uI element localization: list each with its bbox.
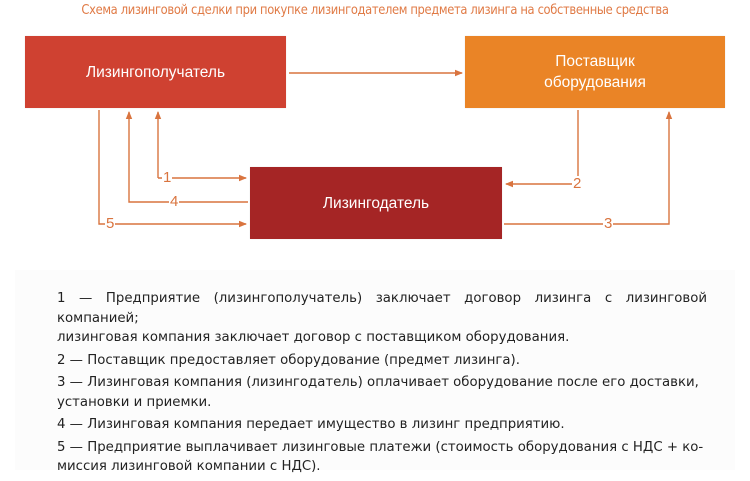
step-label-1: 1 bbox=[162, 169, 173, 186]
lessor-node: Лизингодатель bbox=[250, 167, 502, 239]
note-5: 5 — Предприятие выплачивает лизинговые п… bbox=[57, 438, 707, 477]
step-label-4: 4 bbox=[169, 193, 180, 210]
note-4: 4 — Лизинговая компания передает имущест… bbox=[57, 415, 707, 435]
note-1-line2: лизинговая компания заключает договор с … bbox=[57, 330, 570, 345]
step-label-3: 3 bbox=[603, 215, 614, 232]
note-3: 3 — Лизинговая компания (лизингодатель) … bbox=[57, 373, 707, 412]
lessee-label: Лизингополучатель bbox=[85, 63, 226, 81]
arrow-step-3 bbox=[504, 111, 673, 225]
diagram-title: Схема лизинговой сделки при покупке лизи… bbox=[81, 3, 669, 18]
lessor-label: Лизингодатель bbox=[322, 194, 430, 212]
arrow-step-4 bbox=[125, 111, 248, 203]
note-1: 1 — Предприятие (лизингополучатель) закл… bbox=[57, 289, 707, 348]
supplier-label-line2: оборудования bbox=[544, 74, 646, 91]
note-3-line2: установки и приемки. bbox=[57, 394, 212, 410]
note-5-line1: 5 — Предприятие выплачивает лизинговые п… bbox=[57, 439, 704, 455]
lessee-node: Лизингополучатель bbox=[25, 36, 286, 108]
note-3-line1: 3 — Лизинговая компания (лизингодатель) … bbox=[57, 375, 699, 390]
note-5-line2: миссия лизинговой компании с НДС). bbox=[57, 459, 321, 474]
step-label-5: 5 bbox=[105, 215, 116, 232]
step-label-2: 2 bbox=[572, 175, 583, 192]
arrow-step-5 bbox=[98, 110, 247, 228]
supplier-label-line1: Поставщик bbox=[555, 53, 635, 70]
legend-notes: 1 — Предприятие (лизингополучатель) закл… bbox=[57, 289, 707, 480]
note-1-line1: 1 — Предприятие (лизингополучатель) закл… bbox=[57, 291, 707, 326]
legend-panel bbox=[15, 270, 735, 470]
note-4-line1: 4 — Лизинговая компания передает имущест… bbox=[57, 417, 565, 432]
arrow-step-2 bbox=[505, 110, 579, 188]
note-2-line1: 2 — Поставщик предоставляет оборудование… bbox=[57, 352, 520, 368]
note-2: 2 — Поставщик предоставляет оборудование… bbox=[57, 351, 707, 371]
supplier-node: Поставщик оборудования bbox=[465, 36, 725, 108]
